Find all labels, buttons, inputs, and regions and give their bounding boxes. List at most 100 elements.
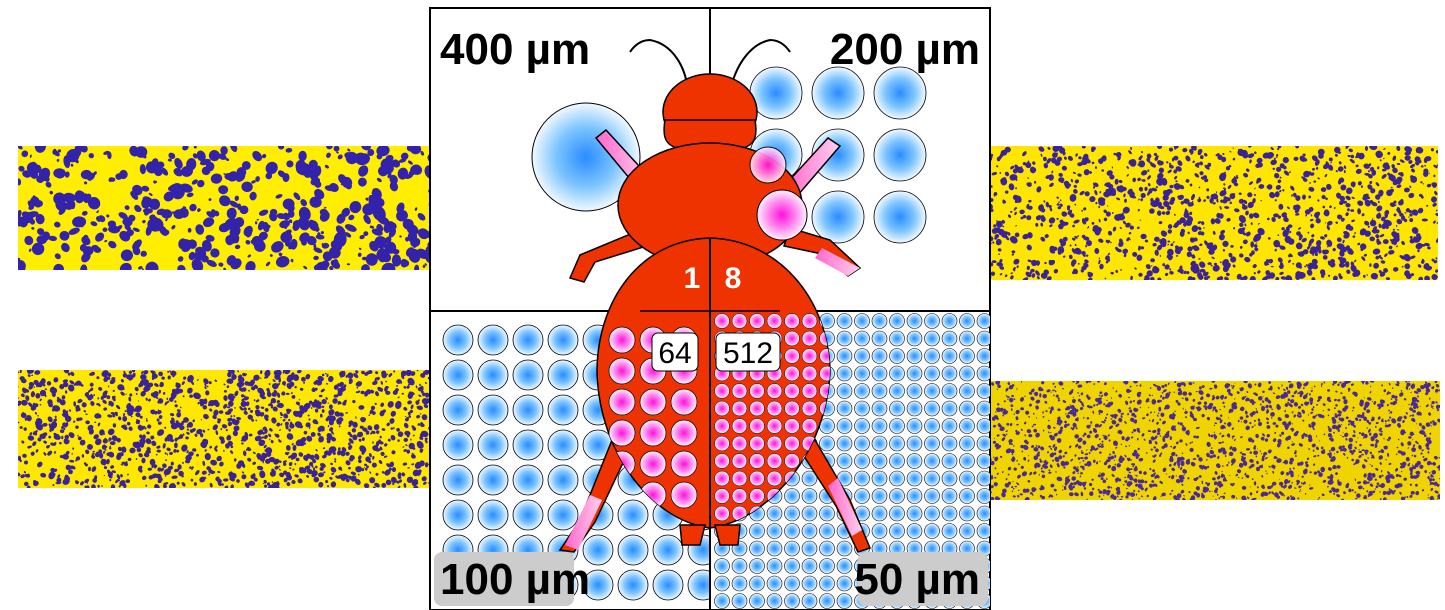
- dot: [890, 366, 905, 381]
- dot: [855, 471, 870, 486]
- dot: [890, 401, 905, 416]
- dot: [907, 524, 922, 539]
- dot: [874, 129, 926, 181]
- dot: [855, 384, 870, 399]
- dot: [802, 489, 817, 504]
- dot: [837, 384, 852, 399]
- dot: [820, 594, 835, 609]
- dot: [907, 436, 922, 451]
- dot: [855, 454, 870, 469]
- dot: [907, 506, 922, 521]
- dot: [837, 559, 852, 574]
- dot: [890, 384, 905, 399]
- dot: [715, 471, 730, 486]
- dot: [890, 524, 905, 539]
- dot: [802, 349, 817, 364]
- dot: [837, 419, 852, 434]
- dot: [653, 570, 683, 600]
- dot: [732, 489, 747, 504]
- dot: [548, 360, 578, 390]
- label-400um: 400 µm: [440, 25, 590, 74]
- dot: [732, 576, 747, 591]
- dot: [750, 67, 802, 119]
- dot: [609, 327, 635, 353]
- dot: [874, 191, 926, 243]
- dot: [890, 419, 905, 434]
- thorax-pink-dot: [757, 190, 807, 240]
- dot: [785, 489, 800, 504]
- dot: [767, 436, 782, 451]
- dot: [802, 594, 817, 609]
- dot: [960, 489, 975, 504]
- dot: [907, 349, 922, 364]
- dot: [750, 314, 765, 329]
- dot: [785, 524, 800, 539]
- dot: [942, 506, 957, 521]
- dot: [802, 419, 817, 434]
- dot: [960, 331, 975, 346]
- dot: [618, 535, 648, 565]
- dot: [942, 524, 957, 539]
- dot: [874, 67, 926, 119]
- dot: [820, 541, 835, 556]
- dot: [513, 360, 543, 390]
- count-100um: 64: [658, 337, 691, 370]
- dot: [618, 500, 648, 530]
- dot: [977, 524, 992, 539]
- dot: [732, 471, 747, 486]
- dot: [750, 524, 765, 539]
- dot: [785, 331, 800, 346]
- dot: [925, 471, 940, 486]
- dot: [767, 401, 782, 416]
- dot: [960, 419, 975, 434]
- dot: [890, 436, 905, 451]
- dot: [872, 366, 887, 381]
- dot: [732, 594, 747, 609]
- dot: [732, 559, 747, 574]
- dot: [443, 465, 473, 495]
- count-400um: 1: [684, 262, 701, 295]
- dot: [715, 454, 730, 469]
- dot: [732, 454, 747, 469]
- dot: [855, 314, 870, 329]
- dot: [548, 465, 578, 495]
- dot: [837, 594, 852, 609]
- dot: [767, 419, 782, 434]
- dot: [942, 331, 957, 346]
- dot: [812, 191, 864, 243]
- dot: [977, 349, 992, 364]
- dot: [443, 325, 473, 355]
- dot: [820, 524, 835, 539]
- dot: [872, 454, 887, 469]
- dot: [785, 576, 800, 591]
- dot: [925, 331, 940, 346]
- dot: [443, 500, 473, 530]
- dot: [890, 349, 905, 364]
- dot: [925, 524, 940, 539]
- dot: [750, 471, 765, 486]
- dot: [907, 419, 922, 434]
- dot: [942, 401, 957, 416]
- dot: [907, 331, 922, 346]
- dot: [750, 436, 765, 451]
- label-badge-100um: 100 µm: [434, 552, 590, 606]
- dot: [548, 325, 578, 355]
- dot: [767, 471, 782, 486]
- texture-strip-top-right: [968, 142, 1441, 283]
- dot: [942, 471, 957, 486]
- dot: [443, 430, 473, 460]
- count-badge-100um: 64: [652, 333, 698, 371]
- dot: [960, 436, 975, 451]
- dot: [767, 524, 782, 539]
- texture-strip-top-left: [11, 139, 453, 277]
- dot: [513, 430, 543, 460]
- dot: [907, 314, 922, 329]
- dot: [960, 401, 975, 416]
- dot: [732, 314, 747, 329]
- label-badge-50um: 50 µm: [854, 552, 988, 606]
- dot: [732, 436, 747, 451]
- texture-strip-bottom-right: [971, 378, 1444, 502]
- dot: [715, 489, 730, 504]
- dot: [513, 325, 543, 355]
- dot: [785, 454, 800, 469]
